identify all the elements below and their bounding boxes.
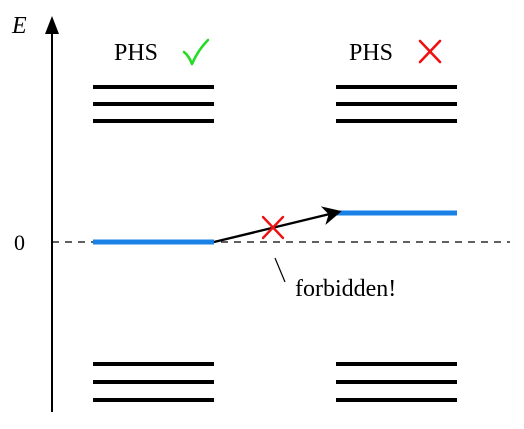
transition-arrow	[213, 206, 342, 244]
right-upper-levels	[336, 85, 457, 123]
left-panel: PHS	[93, 38, 214, 402]
annotation-pointer	[274, 257, 286, 283]
forbidden-annotation: forbidden!	[295, 276, 396, 302]
zero-energy-label: 0	[14, 230, 25, 255]
left-panel-label: PHS	[114, 40, 158, 66]
energy-axis: E 0	[11, 13, 59, 412]
checkmark-icon	[182, 38, 210, 66]
energy-axis-arrow-icon	[45, 16, 59, 34]
left-lower-levels	[93, 362, 214, 402]
left-upper-levels	[93, 85, 214, 123]
cross-icon	[418, 39, 442, 64]
forbidden-transition: forbidden!	[213, 206, 396, 302]
cross-icon	[261, 215, 285, 240]
right-panel: PHS	[336, 39, 457, 402]
energy-axis-label: E	[11, 13, 27, 39]
right-lower-levels	[336, 362, 457, 402]
right-panel-label: PHS	[349, 40, 393, 66]
